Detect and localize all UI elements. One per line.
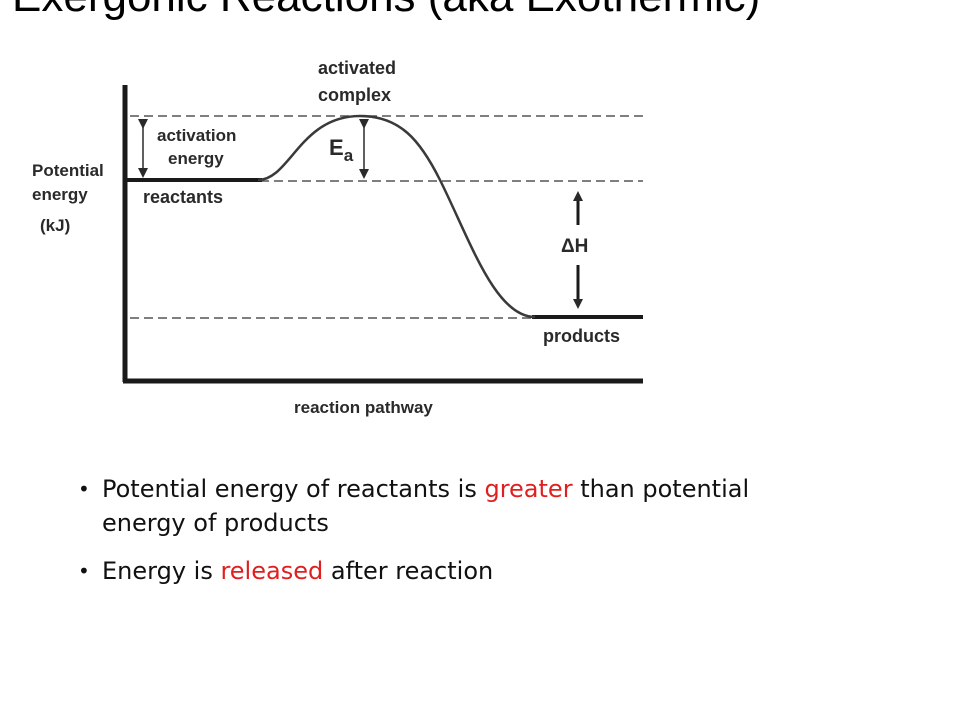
bullet-highlight: released: [220, 557, 324, 585]
bullet-highlight: greater: [484, 475, 573, 503]
ea-label: Ea: [329, 135, 354, 165]
bullet-text-after: than potential energy of products: [102, 475, 750, 537]
activation-energy-label-line2: energy: [168, 149, 224, 168]
bullet-dot-icon: •: [78, 559, 90, 583]
energy-diagram: Potential energy (kJ) activated complex …: [32, 58, 643, 417]
activation-energy-label-line1: activation: [157, 126, 236, 145]
bullet-text-before: Energy is: [102, 557, 221, 585]
reactants-label: reactants: [143, 187, 223, 207]
bullet-item: • Energy is released after reaction: [78, 554, 838, 588]
x-axis-label: reaction pathway: [294, 398, 433, 417]
y-axis-label-line2: energy: [32, 185, 88, 204]
bullet-dot-icon: •: [78, 477, 90, 501]
activated-complex-label-line2: complex: [318, 85, 391, 105]
bullet-item: • Potential energy of reactants is great…: [78, 472, 838, 540]
bullet-list: • Potential energy of reactants is great…: [78, 472, 838, 602]
products-label: products: [543, 326, 620, 346]
y-axis-label-line3: (kJ): [40, 216, 70, 235]
activated-complex-label-line1: activated: [318, 58, 396, 78]
slide-title: Exergonic Reactions (aka Exothermic): [12, 0, 912, 60]
bullet-text-after: after reaction: [323, 557, 494, 585]
reaction-curve: [257, 114, 536, 319]
y-axis-label-line1: Potential: [32, 161, 104, 180]
bullet-text-before: Potential energy of reactants is: [102, 475, 485, 503]
delta-h-label: ΔH: [561, 236, 588, 257]
